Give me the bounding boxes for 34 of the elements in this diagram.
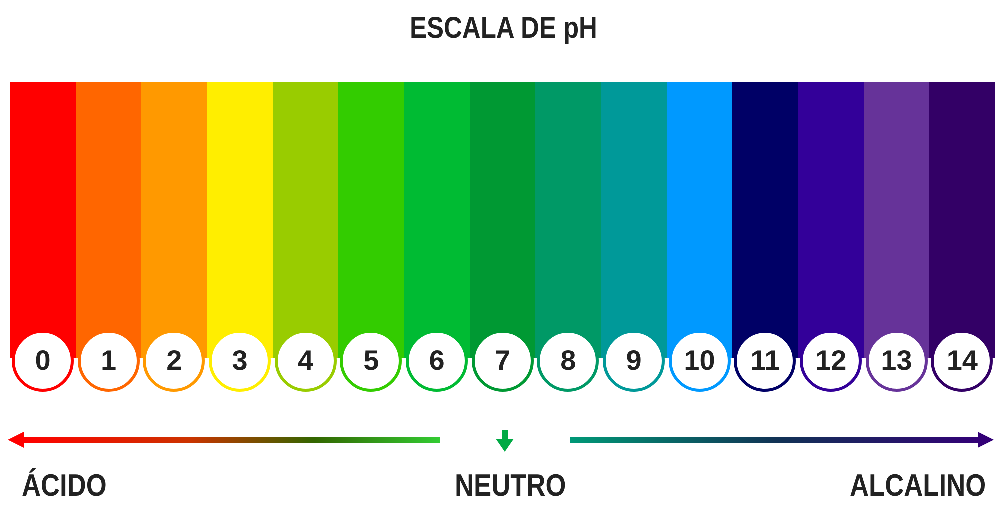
ph-number: 6 [406,330,468,392]
ph-number: 8 [537,330,600,392]
color-band [141,82,208,392]
ph-number: 14 [931,330,994,392]
color-band [470,82,536,392]
ph-number: 4 [274,330,337,392]
color-band [76,82,142,392]
color-band [666,82,733,392]
ph-number: 5 [340,330,402,392]
ph-number: 2 [143,330,206,392]
color-band [338,82,404,392]
scale-label: ALCALINO [850,468,986,504]
title: ESCALA DE pH [410,12,598,46]
color-band [272,82,339,392]
color-band [207,82,274,392]
color-band [404,82,470,392]
ph-number: 1 [78,330,140,392]
ph-number: 13 [866,330,928,392]
color-band [10,82,76,392]
color-band [798,82,864,392]
ph-number: 7 [472,330,534,392]
color-band [929,82,995,392]
color-band [601,82,668,392]
ph-number: 10 [668,330,731,392]
color-band [535,82,602,392]
ph-number: 11 [734,330,796,392]
scale-label: NEUTRO [455,468,566,504]
scale-label: ÁCIDO [22,468,107,504]
ph-number: 9 [603,330,666,392]
ph-number: 0 [12,330,74,392]
ph-number: 12 [800,330,862,392]
color-band [732,82,798,392]
ph-number: 3 [209,330,272,392]
color-band [864,82,930,392]
